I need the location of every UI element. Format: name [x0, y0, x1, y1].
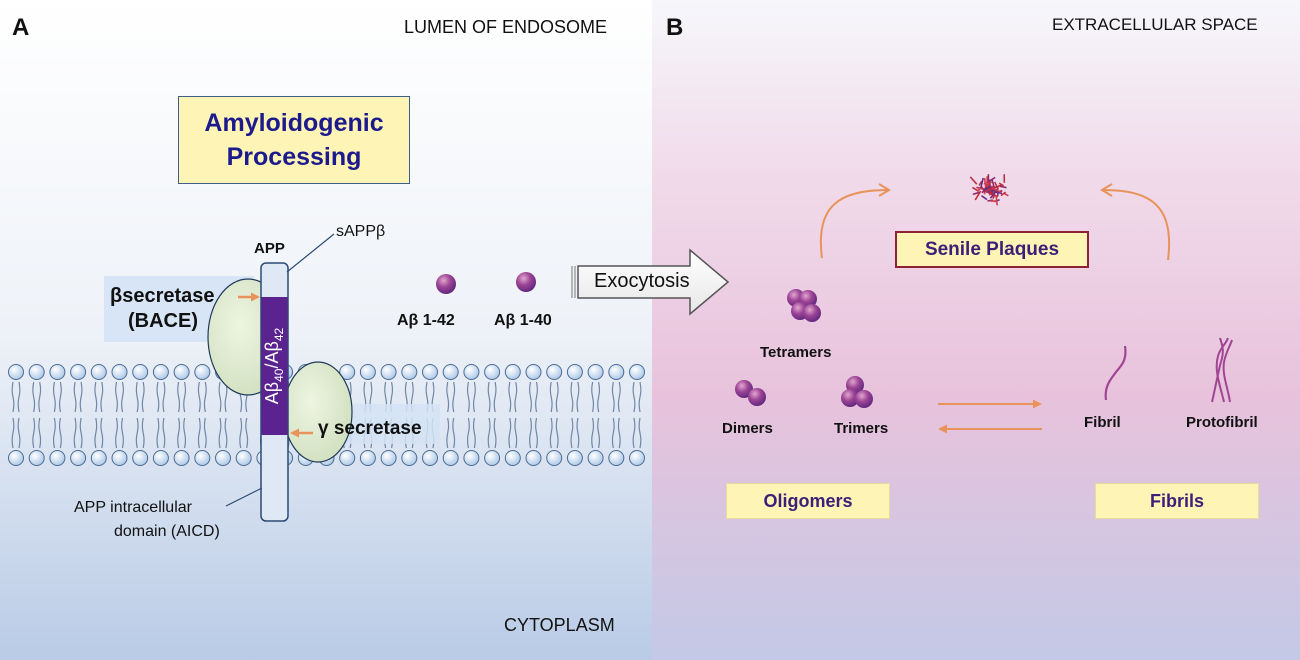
amyloidogenic-processing-box: Amyloidogenic Processing — [178, 96, 410, 184]
plaque-fibre — [978, 180, 983, 186]
plaque-fibre — [983, 177, 987, 188]
fibril-label: Fibril — [1084, 414, 1121, 431]
plaque-fibre — [991, 187, 1001, 193]
extracellular-label: EXTRACELLULAR SPACE — [1052, 15, 1258, 34]
lipid-molecule — [173, 364, 190, 466]
aicd-label: APP intracellular domain (AICD) — [74, 496, 220, 544]
lipid-molecule — [49, 364, 66, 466]
tetramers-label: Tetramers — [760, 344, 832, 361]
abeta-1-40-monomer — [516, 272, 536, 292]
plaque-fibre — [983, 186, 988, 191]
protofibril-label: Protofibril — [1186, 414, 1258, 431]
abeta-1-40-label: Aβ 1-40 — [494, 312, 552, 329]
abeta-segment — [261, 297, 288, 435]
plaque-fibre — [987, 181, 992, 187]
plaque-fibre — [969, 176, 978, 185]
senile-plaque-icon — [969, 174, 1009, 206]
lipid-molecule — [629, 364, 645, 466]
plaque-fibre — [1004, 192, 1009, 197]
sappb-label: sAPPβ — [336, 223, 386, 240]
lipid-molecule — [339, 364, 356, 466]
plaque-fibre — [984, 181, 993, 189]
beta-secretase-name: βsecretase — [110, 285, 215, 307]
lipid-molecule — [152, 364, 169, 466]
app-label: APP — [254, 240, 285, 257]
sappb-connector — [286, 233, 335, 273]
lipid-molecule — [28, 364, 45, 466]
lipid-molecule — [587, 364, 604, 466]
lipid-molecule — [442, 364, 459, 466]
beta-secretase-label: βsecretase (BACE) — [110, 284, 215, 334]
oligomer-to-plaque-arrow — [819, 183, 891, 259]
panel-b-background — [652, 0, 1300, 660]
plaque-fibre — [980, 177, 984, 189]
plaque-fibre — [981, 187, 989, 194]
aicd-line-1: APP intracellular — [74, 499, 192, 516]
lipid-molecule — [463, 364, 480, 466]
lipid-molecule — [422, 364, 438, 466]
plaque-fibre — [998, 182, 1005, 187]
lipid-molecule — [90, 364, 107, 466]
dimers-label: Dimers — [722, 420, 773, 437]
lipid-molecule — [566, 364, 583, 466]
fibril-to-plaque-arrow — [1100, 183, 1171, 261]
trimers-label: Trimers — [834, 420, 889, 437]
plaque-fibre — [993, 181, 1000, 191]
tetramer-cluster — [787, 289, 821, 322]
plaque-fibre — [991, 179, 996, 189]
plaque-fibre — [989, 189, 998, 199]
lipid-molecule — [484, 364, 501, 466]
cytoplasm-label: CYTOPLASM — [504, 615, 615, 635]
plaque-fibre — [995, 196, 998, 206]
lipid-molecule — [111, 364, 128, 466]
panel-b-letter: B — [666, 14, 684, 41]
exocytosis-label: Exocytosis — [594, 270, 690, 292]
bace-label: (BACE) — [128, 310, 198, 332]
panel-a-letter: A — [12, 14, 30, 41]
plaque-fibre — [974, 190, 982, 201]
title-line-1: Amyloidogenic — [204, 109, 384, 137]
aicd-line-2: domain (AICD) — [114, 523, 220, 540]
lipid-molecule — [194, 364, 211, 466]
lipid-molecule — [504, 364, 521, 466]
gamma-secretase-label: γ secretase — [318, 418, 422, 439]
lipid-molecule — [525, 364, 542, 466]
title-line-2: Processing — [226, 143, 362, 171]
plaque-fibre — [987, 199, 994, 202]
plaque-fibre — [1000, 191, 1007, 197]
exocytosis-arrow — [577, 248, 730, 316]
fibrils-box: Fibrils — [1096, 484, 1258, 518]
lipid-molecule — [70, 364, 87, 466]
abeta-1-42-monomer — [436, 274, 456, 294]
plaque-fibre — [988, 185, 995, 193]
senile-plaques-box: Senile Plaques — [895, 231, 1089, 268]
dimer-cluster — [735, 380, 766, 406]
abeta-segment-label: Aβ40/Aβ42 — [262, 327, 286, 405]
lipid-molecule — [8, 364, 24, 466]
trimer-cluster — [841, 376, 873, 408]
aicd-connector — [225, 487, 263, 507]
plaque-fibre — [993, 191, 1003, 195]
lipid-molecule — [608, 364, 625, 466]
lumen-label: LUMEN OF ENDOSOME — [404, 17, 608, 37]
fibril-strand — [1104, 345, 1127, 401]
abeta-1-42-label: Aβ 1-42 — [397, 312, 455, 329]
lipid-molecule — [132, 364, 149, 466]
lipid-molecule — [380, 364, 397, 466]
plaque-fibre — [972, 191, 980, 196]
plaque-fibre — [985, 189, 990, 194]
gamma-secretase-enzyme — [283, 361, 353, 463]
oligomers-box: Oligomers — [727, 484, 889, 518]
plaque-fibre — [981, 195, 988, 201]
plaque-fibre — [992, 194, 996, 199]
protofibril-strands — [1211, 337, 1233, 403]
plaque-fibre — [999, 185, 1007, 189]
lipid-molecule — [546, 364, 563, 466]
